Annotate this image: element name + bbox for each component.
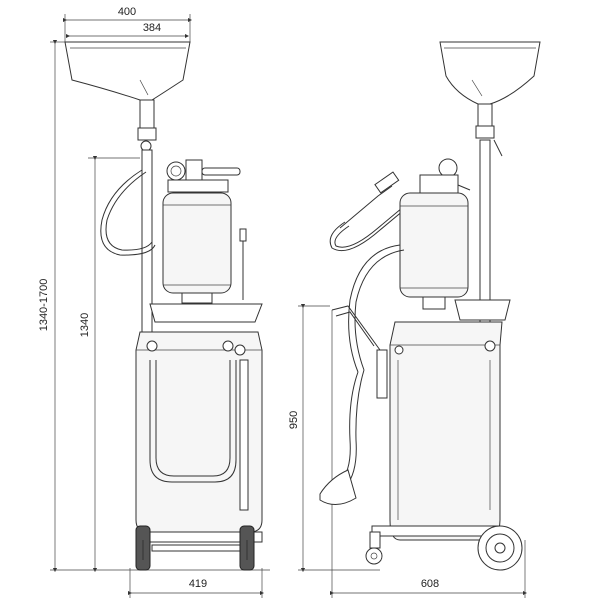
side-main-tank: [389, 321, 503, 541]
side-caster-wheel: [365, 547, 383, 565]
dim-front-base-label: 419: [189, 578, 207, 590]
side-funnel-bowl: [439, 41, 541, 105]
front-drip-tray: [149, 303, 263, 323]
dim-max-height-label: 1340-1700: [38, 279, 50, 332]
dim-front-base: 419: [127, 568, 265, 598]
dim-top-inner-label: 384: [143, 22, 161, 34]
dim-top-inner: 384: [65, 22, 190, 39]
front-pressure-gauge: [166, 161, 186, 181]
dim-top-outer-label: 400: [118, 6, 136, 18]
side-suction-tank: [399, 192, 469, 298]
dim-body-height: 1340: [79, 155, 140, 573]
front-funnel-bowl: [64, 41, 191, 101]
dim-top-outer: 400: [62, 6, 193, 42]
dim-side-height: 950: [288, 303, 380, 573]
dim-side-height-label: 950: [288, 411, 300, 429]
dim-max-height: 1340-1700: [38, 39, 66, 573]
side-drip-tray: [454, 299, 511, 321]
dim-side-base: 608: [329, 310, 528, 598]
dim-side-base-label: 608: [421, 578, 439, 590]
front-view: [64, 41, 263, 571]
side-pressure-gauge: [438, 158, 458, 178]
side-hose-nozzle: [319, 469, 357, 505]
dim-body-height-label: 1340: [79, 313, 91, 337]
side-view: [319, 41, 541, 571]
front-suction-tank: [162, 192, 232, 294]
